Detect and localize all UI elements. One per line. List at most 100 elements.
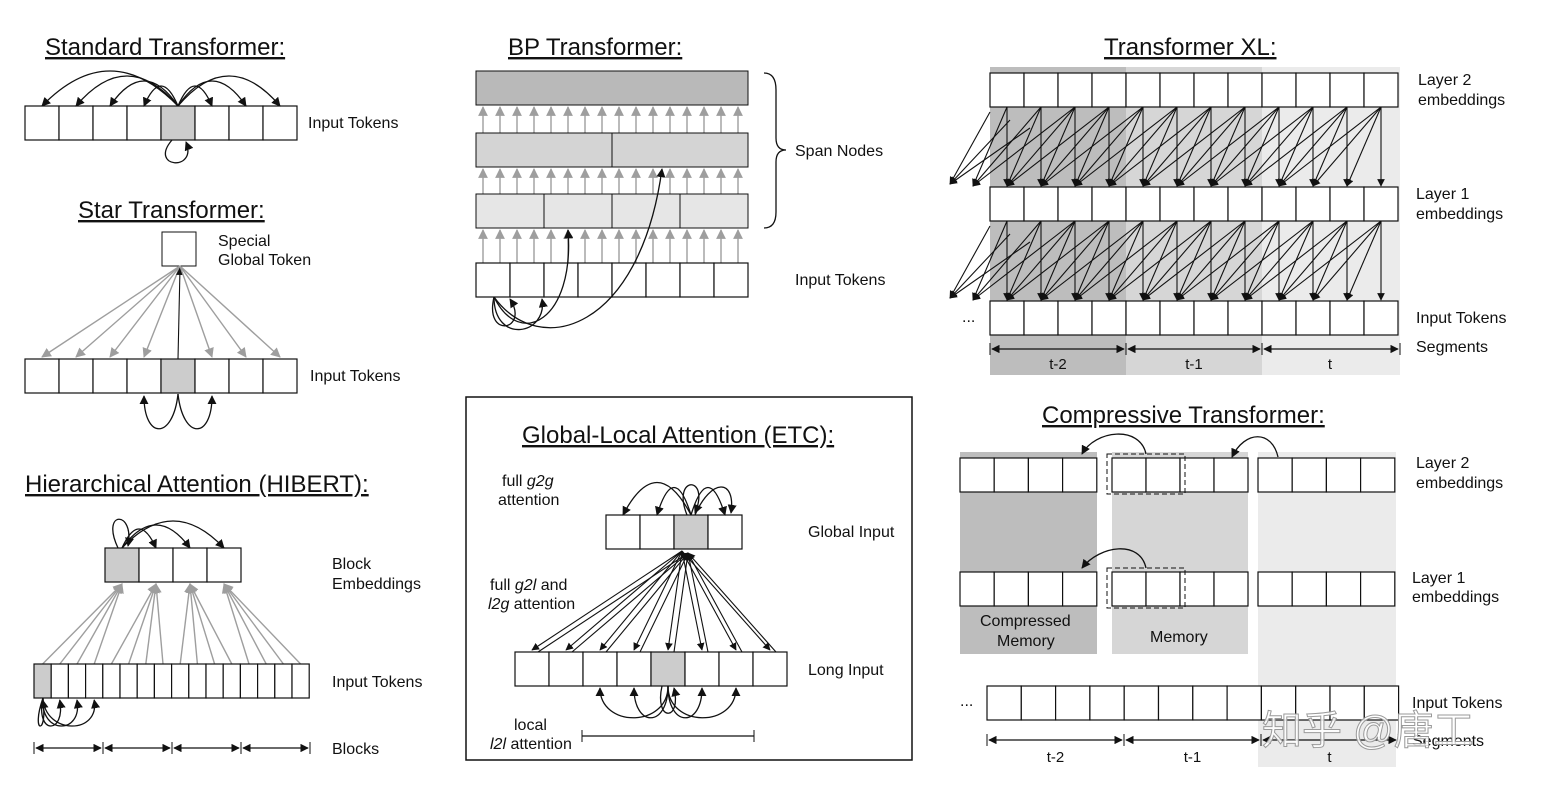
xl-l2-arrow-8-3	[1142, 220, 1246, 301]
hibert-input-label: Input Tokens	[332, 674, 422, 691]
comp-l1-compressed-2	[993, 571, 1030, 607]
xl-l1-arrow-11-3	[1244, 106, 1348, 187]
xl-l1-arrow-3-2	[1006, 106, 1076, 187]
xl-row1-token-4	[1091, 72, 1127, 108]
xl-row1-token-7	[1193, 72, 1229, 108]
etc-title: Global-Local Attention (ETC):	[522, 422, 834, 449]
etc-g2l-down-3	[599, 550, 683, 651]
etc-l2l-arc-7	[667, 685, 741, 719]
etc-g2g-arcs	[622, 482, 737, 516]
hib-token-2	[50, 663, 70, 699]
std-token-7	[228, 105, 264, 141]
hibert-blocks-label: Blocks	[332, 741, 379, 758]
xl-seg-label-2: t-1	[1185, 356, 1203, 373]
comp-l1-memory-3	[1179, 571, 1215, 607]
comp-seg-label-2: t-1	[1184, 749, 1202, 766]
star-special-label-2: Global Token	[218, 252, 311, 269]
xl-layer1-label-1: Layer 1	[1416, 186, 1469, 203]
std-arc-1	[41, 70, 179, 107]
xl-l2-arrow-1-1	[972, 220, 1008, 301]
hib-block-3	[172, 547, 208, 583]
hib-token-16	[291, 663, 310, 699]
comp-l2-compressed-1	[959, 457, 995, 493]
comp-ellipsis: ...	[960, 693, 973, 710]
xl-layer2-label-1: Layer 2	[1418, 72, 1471, 89]
comp-token-rows	[959, 457, 1400, 721]
etc-long-input	[514, 651, 788, 687]
comp-memory-label: Memory	[1150, 629, 1208, 646]
xl-l1-arrow-1-1	[972, 106, 1008, 187]
etc-g2g-arc-extra	[694, 486, 737, 516]
etc-long-token-8	[752, 651, 788, 687]
xl-row2-token-1	[989, 186, 1025, 222]
bp-attention-arcs	[491, 168, 666, 331]
etc-g2l-down-8	[681, 550, 771, 651]
etc-g2l-arrows	[531, 550, 777, 653]
star-token-2	[58, 358, 94, 394]
etc-l2l-arc-6	[667, 685, 707, 719]
etc-g2g-arc-2	[655, 486, 692, 516]
star-arrow-7	[179, 265, 247, 358]
hib-gray-arrow-14	[223, 583, 267, 665]
hib-token-1	[33, 663, 52, 699]
comp-title: Compressive Transformer:	[1042, 402, 1325, 429]
hibert-block-arcs	[112, 518, 225, 549]
xl-token-rows	[989, 72, 1399, 336]
xl-l1-arrow-9-2	[1210, 106, 1280, 187]
xl-input-label: Input Tokens	[1416, 310, 1506, 327]
xl-row3-token-10	[1295, 300, 1331, 336]
hibert-block-embeddings	[104, 547, 242, 583]
hibert-panel: Hierarchical Attention (HIBERT): Block E…	[25, 471, 422, 758]
comp-l1-compressed-4	[1061, 571, 1098, 607]
bp-arc-3	[493, 229, 574, 324]
etc-long-token-6	[684, 651, 720, 687]
etc-frame	[465, 396, 913, 761]
star-global-arrows	[41, 265, 281, 360]
standard-input-label: Input Tokens	[308, 115, 398, 132]
xl-row2-token-3	[1057, 186, 1093, 222]
star-local-right	[177, 393, 217, 430]
hib-block-2	[138, 547, 174, 583]
xl-row2-token-2	[1023, 186, 1059, 222]
xl-row3-token-12	[1363, 300, 1399, 336]
comp-layer2-label-2: embeddings	[1416, 475, 1503, 492]
xl-row1-token-2	[1023, 72, 1059, 108]
xl-row1-token-8	[1227, 72, 1263, 108]
star-arrow-1	[41, 265, 181, 358]
hibert-title: Hierarchical Attention (HIBERT):	[25, 471, 369, 498]
hibert-local-arcs	[37, 697, 101, 727]
etc-g2l-down-7	[681, 550, 737, 651]
star-input-tokens	[24, 358, 298, 394]
bp-span-brace	[763, 72, 787, 229]
xl-row1-token-5	[1125, 72, 1161, 108]
xl-row3-token-6	[1159, 300, 1195, 336]
hibert-input-tokens	[33, 663, 310, 699]
comp-l1-compressed-1	[959, 571, 995, 607]
xl-row3-token-2	[1023, 300, 1059, 336]
xl-title: Transformer XL:	[1104, 34, 1277, 61]
etc-l2l-label-2: l2l attention	[490, 736, 572, 753]
hib-local-arc-2	[41, 697, 66, 727]
comp-l2-current-2	[1291, 457, 1327, 493]
xl-l1-context-3	[949, 127, 1031, 185]
etc-global-label: Global Input	[808, 524, 895, 541]
hib-gray-arrow-3	[76, 583, 123, 665]
xl-row2-token-5	[1125, 186, 1161, 222]
xl-row2-token-4	[1091, 186, 1127, 222]
xl-row1-token-11	[1329, 72, 1365, 108]
std-self-arc	[164, 139, 194, 164]
xl-l1-arrow-9-3	[1176, 106, 1280, 187]
etc-long-token-1	[514, 651, 550, 687]
xl-l1-arrow-5-3	[1040, 106, 1144, 187]
etc-l2g-up-6	[685, 552, 709, 653]
hib-token-3	[67, 663, 87, 699]
xl-l1-arrow-8-2	[1176, 106, 1246, 187]
xl-row1-token-12	[1363, 72, 1399, 108]
etc-global-token-1	[605, 514, 641, 550]
bp-token-7	[679, 262, 715, 298]
etc-g2l-down-5	[665, 550, 683, 651]
xl-l2-arrow-10-3	[1210, 220, 1314, 301]
xl-row3-token-8	[1227, 300, 1263, 336]
comp-l2-memory-1	[1111, 457, 1147, 493]
